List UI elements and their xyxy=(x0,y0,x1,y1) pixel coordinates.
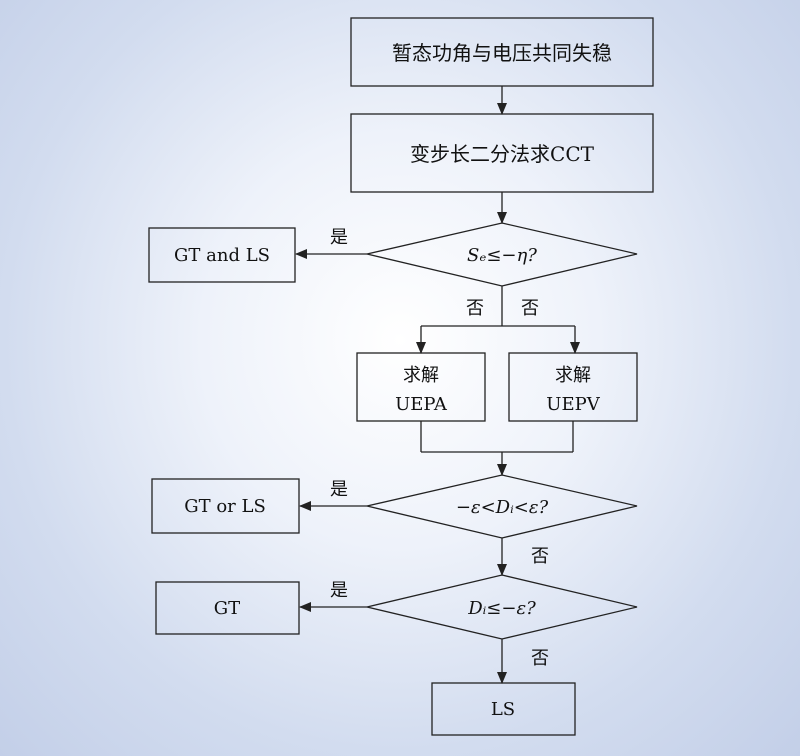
yes1-label: 是 xyxy=(330,227,348,248)
decision3-label: Dᵢ≤−ε? xyxy=(467,598,536,619)
cct-label: 变步长二分法求CCT xyxy=(410,142,595,166)
gt-label: GT xyxy=(214,598,240,619)
decision2-label: −ε<Dᵢ<ε? xyxy=(456,497,549,518)
ls-box xyxy=(431,682,576,736)
gt-and-ls-box xyxy=(148,227,296,283)
start-label: 暂态功角与电压共同失稳 xyxy=(392,41,612,65)
uepv-bottom-label: UEPV xyxy=(546,394,600,415)
uepa-top-label: 求解 xyxy=(403,365,439,386)
no2-label: 否 xyxy=(531,546,549,567)
yes3-label: 是 xyxy=(330,580,348,601)
decision1-label: Sₑ≤−η? xyxy=(467,245,537,266)
ls-label: LS xyxy=(491,699,515,720)
gt-or-ls-box xyxy=(151,478,300,534)
gt-box xyxy=(155,581,300,635)
uepv-top-label: 求解 xyxy=(555,365,591,386)
no1-right-label: 否 xyxy=(521,298,539,319)
uepa-bottom-label: UEPA xyxy=(395,394,448,415)
no3-label: 否 xyxy=(531,648,549,669)
gt-and-ls-label: GT and LS xyxy=(174,245,270,266)
no1-left-label: 否 xyxy=(466,298,484,319)
yes2-label: 是 xyxy=(330,479,348,500)
gt-or-ls-label: GT or LS xyxy=(184,496,266,517)
